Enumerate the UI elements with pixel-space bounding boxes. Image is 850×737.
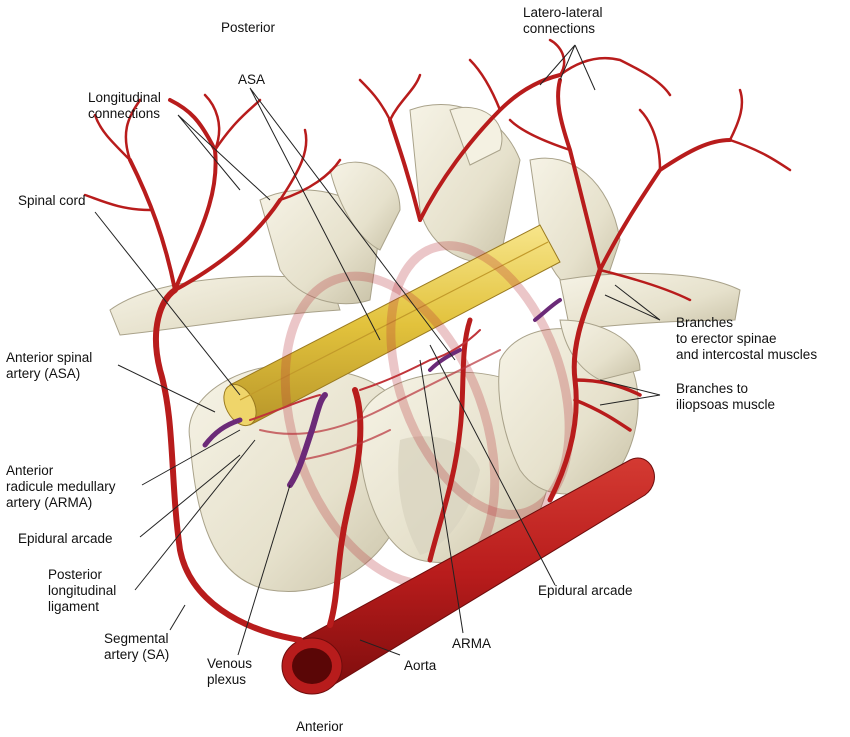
leader-iliopsoas bbox=[599, 379, 661, 406]
leader-longitudinal bbox=[177, 114, 271, 201]
leader-latero-lateral bbox=[539, 44, 596, 91]
posterior-branch-left-twigs bbox=[83, 93, 342, 212]
spinal-cord-label: Spinal cord bbox=[18, 193, 86, 208]
leader-venous bbox=[237, 484, 291, 656]
leader-anterior-spinal bbox=[117, 364, 216, 413]
intervertebral-disc bbox=[398, 436, 480, 555]
aorta-label: Aorta bbox=[404, 658, 437, 673]
asa-top-label: ASA bbox=[238, 72, 266, 87]
posterior-branch-right bbox=[556, 78, 732, 272]
posterior-branch-left bbox=[128, 98, 282, 292]
spinous-process-left bbox=[329, 161, 401, 251]
segmental-artery-left bbox=[152, 287, 303, 643]
segmental-artery-middle bbox=[327, 387, 364, 628]
posterior-branch-right-twigs bbox=[508, 88, 792, 302]
arterial-network bbox=[83, 38, 792, 643]
branches-iliopsoas bbox=[573, 378, 642, 432]
leader-epidural-left bbox=[139, 454, 241, 538]
leader-aorta bbox=[359, 639, 401, 656]
leader-erector bbox=[604, 284, 661, 321]
anterior-label: Anterior bbox=[296, 719, 344, 734]
epidural-arcade-vessels bbox=[259, 349, 501, 461]
leader-segmental bbox=[169, 604, 186, 631]
segmental-artery-mid2 bbox=[427, 317, 473, 563]
leader-arma-right bbox=[419, 359, 464, 634]
leader-arma-left bbox=[141, 429, 241, 486]
posterior-branch-middle bbox=[388, 73, 562, 222]
arma-branches bbox=[249, 329, 481, 421]
leader-spinal-cord bbox=[94, 211, 241, 396]
posterior-elements bbox=[109, 103, 741, 381]
posterior-label: Posterior bbox=[221, 20, 276, 35]
spinal-cord bbox=[223, 224, 561, 427]
epidural-arcade-left-label: Epidural arcade bbox=[18, 531, 113, 546]
transverse-process-right bbox=[559, 272, 741, 331]
venous-plexus-vessels bbox=[202, 298, 562, 488]
arma-right-label: ARMA bbox=[452, 636, 492, 651]
leader-lines bbox=[94, 44, 661, 656]
leader-posterior-longitudinal bbox=[134, 439, 256, 591]
leader-asa-top bbox=[249, 87, 456, 361]
posterior-branch-middle-twigs bbox=[358, 38, 672, 122]
aorta-vessel bbox=[281, 457, 655, 695]
epidural-arcade-right-label: Epidural arcade bbox=[538, 583, 633, 598]
leader-epidural-right bbox=[429, 344, 556, 586]
